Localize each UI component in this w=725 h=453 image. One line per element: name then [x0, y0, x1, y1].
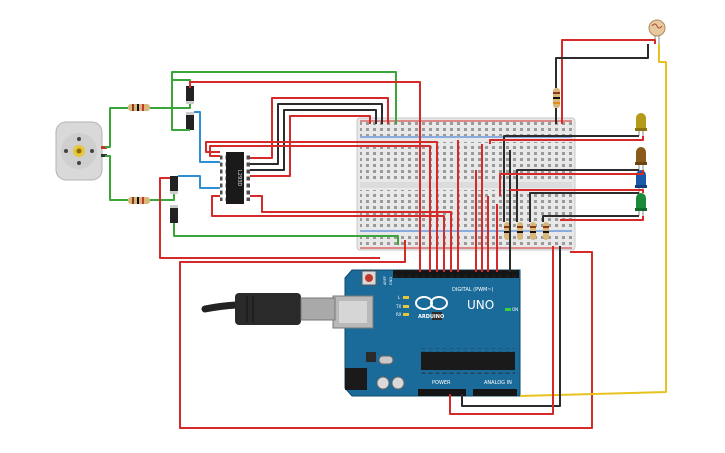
digital-label: DIGITAL (PWM~) — [452, 287, 494, 293]
diode — [186, 86, 194, 104]
wire-black — [250, 109, 377, 171]
on-label: ON — [512, 307, 518, 312]
gnd-label: GND — [389, 277, 393, 285]
tx-label: TX — [395, 304, 401, 309]
resistor — [504, 222, 510, 240]
wire-red — [189, 81, 421, 272]
wire-black — [529, 192, 639, 222]
l-label: L — [398, 295, 401, 300]
diode — [186, 112, 194, 130]
diode — [170, 205, 178, 223]
resistor — [128, 104, 150, 111]
photoresistor — [648, 19, 666, 44]
wire-green — [173, 223, 399, 245]
led-green — [635, 193, 647, 216]
wire-black — [542, 215, 639, 222]
wire-red — [250, 195, 452, 272]
wire-green — [105, 107, 128, 148]
wire-red — [179, 240, 593, 429]
wire-black — [250, 103, 383, 165]
wire-green — [105, 155, 128, 201]
rx-label: RX — [396, 312, 402, 317]
wire-green — [150, 194, 175, 201]
wire-red — [561, 39, 656, 124]
power-label: POWER — [432, 380, 451, 386]
wire-black — [461, 246, 561, 407]
breadboard — [356, 117, 576, 251]
power-jack — [345, 368, 367, 390]
capacitor — [391, 376, 405, 390]
wire-red — [560, 216, 644, 221]
crystal — [378, 355, 394, 365]
analog-header — [473, 389, 517, 396]
board-brand: ARDUINO — [418, 314, 444, 320]
wire-red — [205, 141, 438, 272]
dc-motor — [55, 121, 107, 181]
wire-blue — [194, 111, 220, 163]
microcontroller-chip — [421, 352, 515, 370]
capacitor — [376, 376, 390, 390]
wire-yellow — [519, 44, 667, 397]
diode — [170, 176, 178, 194]
wire-red — [211, 195, 445, 272]
wire-red — [510, 189, 644, 193]
wire-red — [209, 145, 431, 272]
wire-red — [499, 170, 644, 196]
led-yellow — [635, 113, 647, 136]
breadboard-terminal-bottom — [360, 190, 572, 228]
board-model: UNO — [467, 298, 494, 312]
wire-green — [171, 80, 190, 131]
resistor — [128, 197, 150, 204]
wire-red — [250, 97, 389, 159]
analog-label: ANALOG IN — [484, 380, 512, 386]
wire-red — [250, 115, 371, 177]
chip-label: L293D — [236, 170, 242, 186]
wire-blue — [178, 175, 220, 189]
l293d-chip: L293D — [220, 152, 250, 204]
wire-red — [489, 136, 644, 144]
wire-black — [555, 44, 649, 88]
wire-red — [449, 246, 554, 415]
wires — [105, 39, 667, 429]
resistor — [553, 88, 560, 108]
wire-black — [503, 135, 639, 222]
aref-label: AREF — [383, 276, 387, 285]
breadboard-top-rail — [360, 122, 572, 136]
led-orange — [635, 147, 647, 170]
wire-black — [516, 169, 639, 222]
resistor — [530, 222, 536, 240]
power-header — [418, 389, 466, 396]
wire-green — [150, 104, 191, 109]
arduino-uno: UNO ARDUINO DIGITAL (PWM~) POWER ANALOG … — [332, 269, 521, 397]
usb-cable — [201, 293, 336, 325]
wire-red — [159, 177, 380, 259]
resistor — [517, 222, 523, 240]
arduino-logo — [415, 296, 448, 310]
resistor — [543, 222, 549, 240]
